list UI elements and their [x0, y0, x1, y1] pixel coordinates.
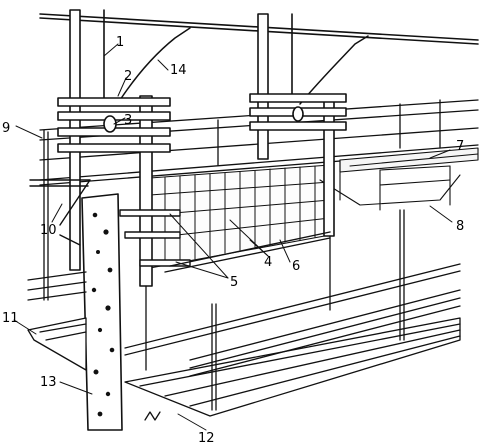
right-yoke — [249, 93, 347, 131]
callout-2: 2 — [124, 69, 132, 84]
callout-9: 9 — [2, 121, 10, 136]
callout-labels: 1 2 3 4 5 6 7 8 9 10 11 12 13 14 — [2, 35, 464, 446]
left-yoke — [57, 97, 171, 153]
callout-4: 4 — [264, 255, 272, 270]
callout-12: 12 — [198, 431, 215, 446]
callout-6: 6 — [292, 259, 300, 274]
callout-5: 5 — [230, 275, 238, 290]
leader-lines — [13, 43, 453, 431]
callout-14: 14 — [170, 63, 187, 78]
callout-3: 3 — [124, 113, 132, 128]
callout-10: 10 — [40, 223, 57, 238]
left-bracket — [29, 179, 91, 246]
bottom-platform — [124, 209, 461, 421]
right-deck — [319, 147, 479, 211]
left-lower-platform — [27, 271, 87, 371]
callout-11: 11 — [2, 311, 19, 326]
callout-8: 8 — [456, 219, 464, 234]
callout-13: 13 — [40, 375, 57, 390]
support-beams — [119, 209, 331, 273]
callout-7: 7 — [456, 139, 464, 154]
hanging-cable — [119, 27, 369, 105]
callout-1: 1 — [116, 35, 124, 50]
concrete-column — [81, 193, 123, 431]
